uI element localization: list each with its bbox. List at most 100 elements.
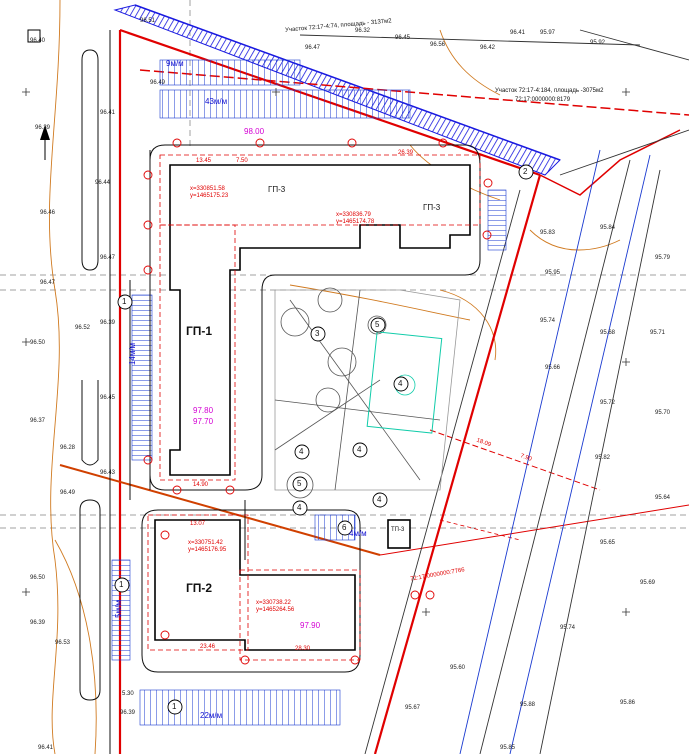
spot-height: 95.95 [545, 270, 561, 276]
building-label-gp3-top: ГП-3 [268, 185, 286, 194]
parking-label-3: 14м/м [128, 342, 138, 366]
left-road [79, 30, 131, 754]
parcel-label-right-1: Участок 72:17-4:184, площадь -3075м2 [495, 88, 604, 94]
building-label-tp: ТП-3 [391, 527, 405, 533]
grid-crosses [22, 88, 630, 616]
spot-height: 96.45 [100, 395, 116, 401]
spot-height: 95.84 [600, 225, 616, 231]
spot-height: 96.41 [100, 110, 116, 116]
dimension-label: 14.90 [193, 482, 209, 488]
spot-height: 96.39 [35, 125, 51, 131]
contour-lines [48, 0, 621, 754]
spot-height: 96.50 [30, 575, 46, 581]
spot-height: 95.97 [540, 30, 556, 36]
parking-label-5: 5м/м [113, 600, 123, 618]
spot-height: 96.40 [30, 38, 46, 44]
spot-height: 95.72 [600, 400, 616, 406]
spot-height: 96.41 [510, 30, 526, 36]
spot-height: 96.47 [305, 45, 321, 51]
parking-label-1: 9м/м [166, 59, 184, 68]
zone-number: 1 [119, 580, 124, 589]
spot-height: 95.70 [655, 410, 671, 416]
zone-number: 4 [398, 379, 403, 388]
zone-number: 2 [523, 167, 528, 176]
spot-height: 96.49 [150, 80, 166, 86]
spot-height: 95.83 [540, 230, 556, 236]
spot-height: 95.82 [595, 455, 611, 461]
building-label-gp2: ГП-2 [186, 581, 213, 595]
zone-number: 6 [342, 523, 347, 532]
spot-height: 96.51 [140, 18, 156, 24]
parking-top-2 [159, 89, 411, 119]
spot-height: 95.71 [650, 330, 666, 336]
spot-height: 95.60 [450, 665, 466, 671]
elevation-mark: 97.90 [300, 621, 321, 630]
parking-left-1 [131, 294, 153, 461]
spot-height: 95.88 [520, 702, 536, 708]
coord-label: y=1465175.23 [190, 193, 229, 199]
dimension-label: 23.46 [200, 644, 216, 650]
spot-height: 96.43 [100, 470, 116, 476]
coord-label: x=330751.42 [188, 540, 223, 546]
dimension-label: 13.45 [196, 158, 212, 164]
corner-marker [27, 29, 41, 43]
zone-number: 1 [172, 702, 177, 711]
parking-label-6: 4м/м [349, 529, 367, 538]
spot-height: 95.69 [640, 580, 656, 586]
spot-height: 95.74 [560, 625, 576, 631]
dimension-label: 7.50 [236, 158, 248, 164]
spot-height: 96.32 [355, 28, 371, 34]
spot-height: 96.46 [40, 210, 56, 216]
spot-height: 96.49 [60, 490, 76, 496]
spot-height: 95.64 [655, 495, 671, 501]
zone-number: 4 [377, 495, 382, 504]
zone-number: 5 [297, 479, 302, 488]
dimension-label: 28.30 [295, 646, 311, 652]
spot-height: 95.85 [500, 745, 516, 751]
zone-number: 3 [315, 329, 320, 338]
spot-height: 95.79 [655, 255, 671, 261]
spot-height: 95.92 [590, 40, 606, 46]
spot-height: 96.56 [430, 42, 446, 48]
spot-height: 95.74 [540, 318, 556, 324]
grid-lines [0, 0, 689, 529]
spot-height: 96.39 [120, 710, 136, 716]
spot-height: 96.50 [30, 340, 46, 346]
spot-height: 96.45 [395, 35, 411, 41]
spot-height: 96.52 [75, 325, 91, 331]
zone-number: 5 [375, 320, 380, 329]
zone-number: 4 [297, 503, 302, 512]
parking-top-1 [159, 59, 301, 86]
parking-label-4: 22м/м [200, 711, 223, 720]
spot-height: 95.66 [545, 365, 561, 371]
elevation-mark: 97.80 [193, 406, 214, 415]
dimension-label: 5.30 [122, 691, 134, 697]
spot-height: 96.41 [38, 745, 54, 751]
red-dimensions [147, 154, 481, 661]
coord-label: x=330851.58 [190, 186, 225, 192]
spot-height: 96.53 [55, 640, 71, 646]
coord-label: x=330738.22 [256, 600, 291, 606]
dimension-label: 13.07 [190, 521, 206, 527]
spot-height: 95.65 [600, 540, 616, 546]
north-arrow-icon [40, 125, 50, 140]
elevation-mark: 97.70 [193, 417, 214, 426]
elevation-mark: 98.00 [244, 127, 265, 136]
coord-label: y=1465264.56 [256, 607, 295, 613]
spot-height: 96.44 [95, 180, 111, 186]
spot-height: 95.86 [620, 700, 636, 706]
coord-label: y=1465174.78 [336, 219, 375, 225]
spot-height: 96.39 [100, 320, 116, 326]
building-label-gp1: ГП-1 [186, 324, 213, 338]
courtyard-park [274, 287, 461, 499]
building-outlines [154, 164, 471, 651]
zone-markers [114, 164, 534, 715]
parking-label-2: 43м/м [205, 97, 228, 106]
building-label-gp3-right: ГП-3 [423, 203, 441, 212]
spot-height: 96.47 [100, 255, 116, 261]
spot-height: 96.37 [30, 418, 46, 424]
spot-height: 96.47 [40, 280, 56, 286]
zone-number: 4 [357, 445, 362, 454]
spot-height: 95.67 [405, 705, 421, 711]
